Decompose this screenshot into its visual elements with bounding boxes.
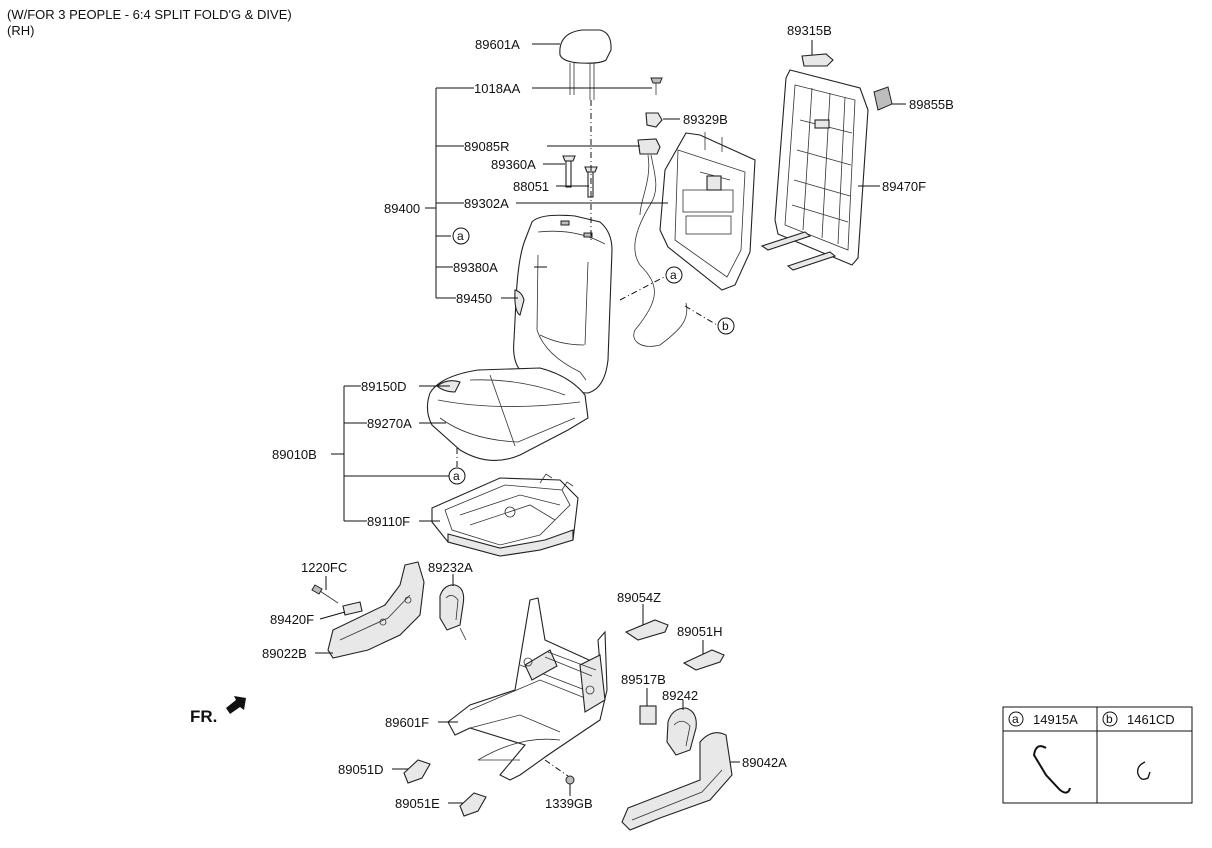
side-shield-89022B-drawing	[327, 561, 425, 659]
front-label: FR.	[190, 707, 217, 726]
legend-a-letter: a	[1012, 712, 1019, 726]
label-89051E[interactable]: 89051E	[395, 796, 440, 811]
seat-back-drawing	[513, 214, 613, 394]
callout-a-circle-2	[665, 266, 683, 284]
legend-table: a 14915A b 1461CD	[1002, 706, 1193, 804]
clip-89420F-drawing	[342, 601, 363, 616]
nut-1339GB-drawing	[565, 775, 575, 785]
wire-clip-14915A-icon	[1032, 745, 1071, 794]
label-89054Z[interactable]: 89054Z	[617, 590, 661, 605]
assembly-centerline-3	[684, 305, 718, 326]
callout-b-text-1: b	[722, 319, 729, 333]
seat-track-89601F-drawing	[447, 597, 608, 781]
label-89150D[interactable]: 89150D	[361, 379, 407, 394]
label-89302A[interactable]: 89302A	[464, 196, 509, 211]
legend-a-part[interactable]: 14915A	[1033, 712, 1078, 727]
label-1220FC[interactable]: 1220FC	[301, 560, 347, 575]
bracket-89051H-drawing	[682, 649, 725, 671]
label-1339GB[interactable]: 1339GB	[545, 796, 593, 811]
label-89855B[interactable]: 89855B	[909, 97, 954, 112]
label-89042A[interactable]: 89042A	[742, 755, 787, 770]
cover-89517B-drawing	[639, 705, 657, 725]
side-cover-89042A-drawing	[621, 732, 733, 831]
legend-b-circle	[1102, 711, 1118, 727]
guide-89360A-drawing	[562, 155, 576, 188]
bolt-1018AA-drawing	[650, 77, 663, 95]
clip-89329B-drawing	[645, 112, 663, 128]
header-line-1: (W/FOR 3 PEOPLE - 6:4 SPLIT FOLD'G & DIV…	[7, 7, 292, 22]
label-89517B[interactable]: 89517B	[621, 672, 666, 687]
label-89601A[interactable]: 89601A	[475, 37, 520, 52]
assembly-centerline-5	[544, 759, 569, 777]
label-88051[interactable]: 88051	[513, 179, 549, 194]
front-arrow-icon	[226, 696, 246, 714]
label-89110F[interactable]: 89110F	[367, 514, 410, 529]
callout-a-text-3: a	[453, 469, 460, 483]
cover-89232A-drawing	[439, 584, 467, 641]
cover-89242-drawing	[666, 707, 697, 756]
bracket-89051E-drawing	[459, 792, 487, 817]
headrest-drawing	[559, 29, 612, 100]
label-89085R[interactable]: 89085R	[464, 139, 510, 154]
header-line-2: (RH)	[7, 23, 35, 38]
label-89601F[interactable]: 89601F	[385, 715, 429, 730]
label-89420F[interactable]: 89420F	[270, 612, 314, 627]
label-89051H[interactable]: 89051H	[677, 624, 723, 639]
label-89010B[interactable]: 89010B	[272, 447, 317, 462]
label-1018AA[interactable]: 1018AA	[474, 81, 521, 96]
label-89360A[interactable]: 89360A	[491, 157, 536, 172]
label-89315B[interactable]: 89315B	[787, 23, 832, 38]
label-89329B[interactable]: 89329B	[683, 112, 728, 127]
switch-89085R-drawing	[633, 138, 688, 347]
callout-b-circle-1	[717, 317, 735, 335]
callout-a-circle-1	[452, 227, 470, 245]
legend-b-letter: b	[1106, 712, 1113, 726]
label-89051D[interactable]: 89051D	[338, 762, 384, 777]
cover-89855B-drawing	[873, 86, 893, 111]
label-89022B[interactable]: 89022B	[262, 646, 307, 661]
callout-a-text-2: a	[670, 268, 677, 282]
back-frame-89302A-drawing	[659, 132, 756, 291]
assembly-centerline-2	[619, 274, 669, 301]
label-89450[interactable]: 89450	[456, 291, 492, 306]
label-89470F[interactable]: 89470F	[882, 179, 926, 194]
callout-a-text-1: a	[457, 229, 464, 243]
front-direction-indicator: FR.	[190, 696, 246, 726]
label-89380A[interactable]: 89380A	[453, 260, 498, 275]
leader-89420F	[319, 611, 346, 620]
bracket-89051D-drawing	[403, 759, 431, 784]
label-89242[interactable]: 89242	[662, 688, 698, 703]
bracket-89010B	[331, 385, 449, 522]
legend-b-part[interactable]: 1461CD	[1127, 712, 1175, 727]
bracket-89400	[425, 87, 474, 299]
bracket-89054Z-drawing	[624, 619, 669, 641]
back-panel-89470F-drawing	[760, 69, 869, 271]
label-89232A[interactable]: 89232A	[428, 560, 473, 575]
bracket-89315B-drawing	[801, 53, 834, 67]
clip-1461CD-icon	[1137, 761, 1151, 780]
label-89270A[interactable]: 89270A	[367, 416, 412, 431]
legend-a-circle	[1008, 711, 1024, 727]
seat-frame-89110F-drawing	[431, 473, 579, 557]
screw-1220FC-drawing	[311, 584, 339, 604]
seat-cushion-drawing	[426, 367, 589, 461]
label-89400[interactable]: 89400	[384, 201, 420, 216]
